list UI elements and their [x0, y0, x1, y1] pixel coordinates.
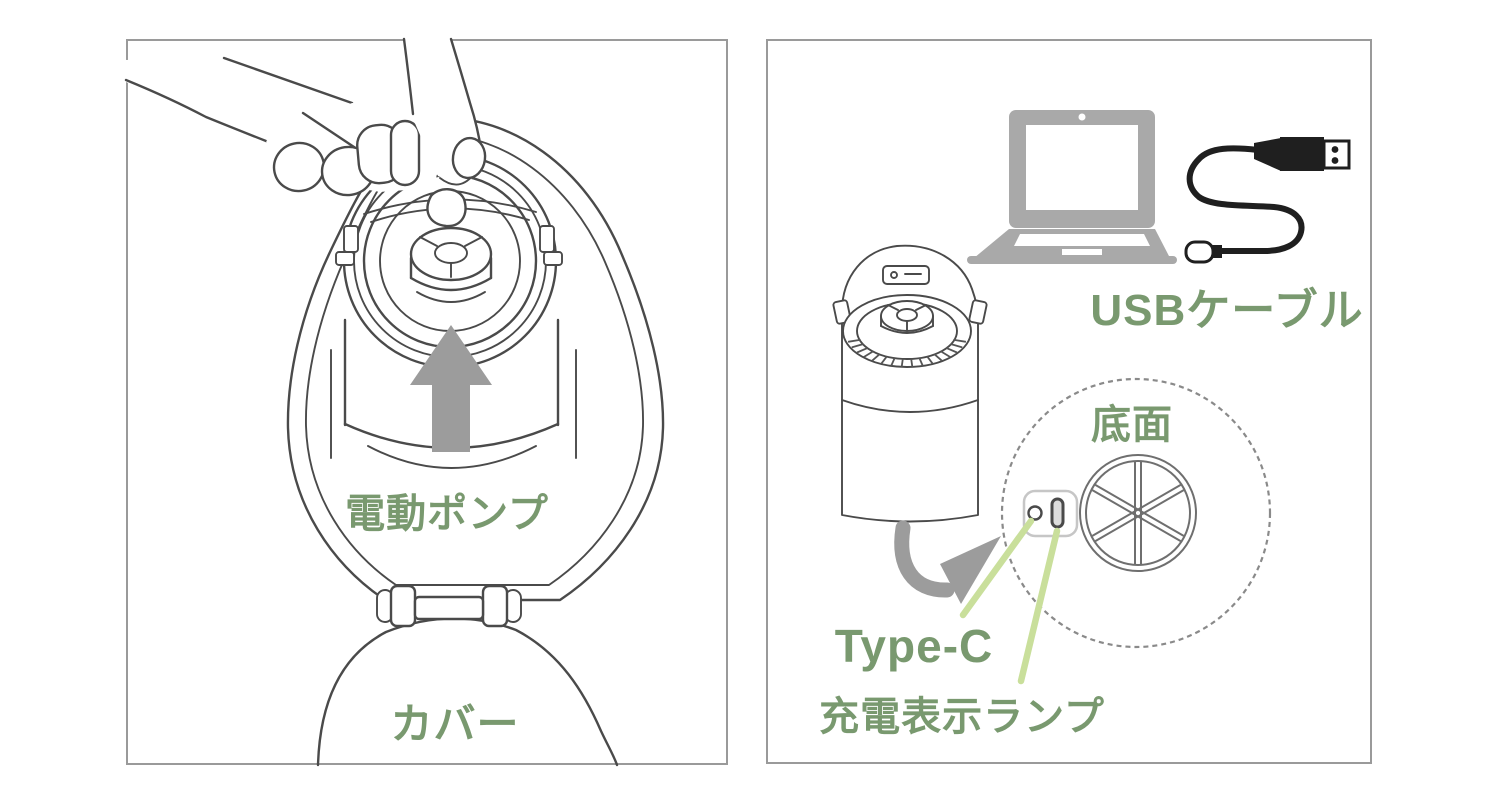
- label-cover: カバー: [390, 700, 520, 748]
- right-panel-frame: [766, 39, 1372, 764]
- usb-cable-icon: [1184, 137, 1351, 264]
- impeller-knob: [409, 226, 493, 303]
- leader-line-typec: [959, 517, 1035, 619]
- webcam-dot: [1078, 113, 1086, 121]
- thumbnail: [451, 136, 487, 180]
- type-c-plug: [1184, 240, 1215, 264]
- label-bottom-face: 底面: [1091, 403, 1173, 447]
- charge-lamp-dot: [1027, 505, 1043, 521]
- usb-a-body: [1280, 137, 1324, 171]
- hand-crease: [301, 111, 359, 151]
- bayonet-notch-left: [343, 225, 359, 253]
- usb-a-metal: [1322, 139, 1351, 170]
- power-switch: [882, 265, 930, 285]
- impeller-knob-small: [880, 300, 934, 334]
- curved-arrow-icon: [894, 520, 1001, 604]
- index-finger: [389, 119, 421, 187]
- pump-device-illustration: [832, 244, 988, 523]
- hinge: [376, 584, 522, 628]
- hand-illustration: [124, 37, 487, 228]
- leader-line-lamp: [1017, 527, 1061, 685]
- keyboard: [1014, 234, 1150, 246]
- thumb-tip: [426, 188, 467, 228]
- label-charge-lamp: 充電表示ランプ: [819, 695, 1105, 739]
- laptop-icon: [967, 110, 1177, 264]
- bottom-view-circle: [1000, 377, 1272, 649]
- fan-vent-icon: [1079, 454, 1197, 572]
- knurl-texture: [847, 338, 967, 367]
- label-usb-cable: USBケーブル: [1090, 286, 1364, 335]
- bayonet-notch-right: [539, 225, 555, 253]
- leader-lines: [959, 517, 1061, 685]
- type-c-port: [1050, 497, 1065, 529]
- touchpad: [1062, 249, 1102, 255]
- side-tab-right: [543, 251, 563, 266]
- label-electric-pump: 電動ポンプ: [345, 492, 549, 536]
- label-type-c: Type-C: [834, 620, 994, 672]
- usb-a-neck: [1254, 138, 1281, 171]
- up-arrow-icon: [410, 325, 492, 452]
- body-seam: [841, 399, 979, 413]
- side-tab-left: [335, 251, 355, 266]
